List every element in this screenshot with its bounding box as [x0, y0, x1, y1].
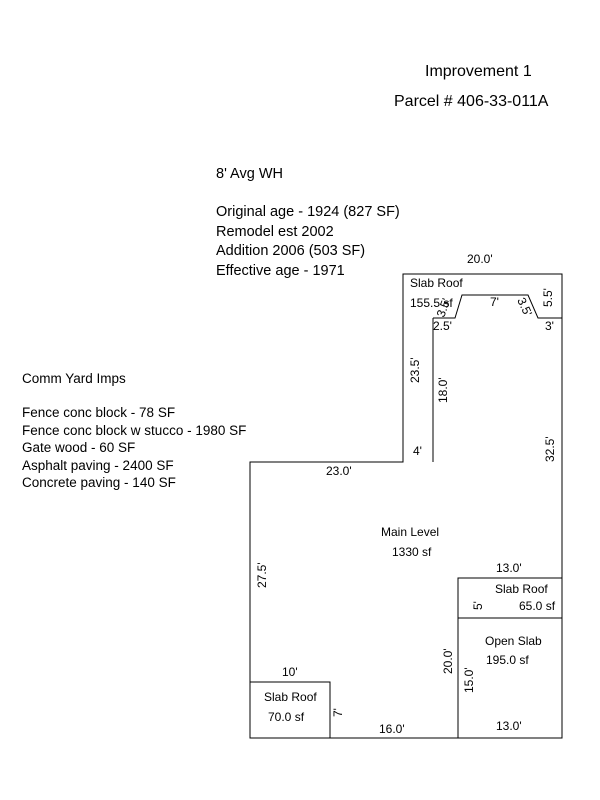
area-label: Open Slab: [485, 634, 542, 648]
note-line: Original age - 1924 (827 SF): [216, 204, 400, 220]
yard-imps-title: Comm Yard Imps: [22, 371, 126, 386]
right-slab-outline: [457, 577, 562, 738]
dimension-label: 3': [545, 319, 554, 333]
list-item: Asphalt paving - 2400 SF: [22, 457, 174, 473]
area-label: Slab Roof: [264, 690, 317, 704]
dimension-label: 13.0': [496, 561, 522, 575]
dimension-label: 16.0': [379, 722, 405, 736]
dimension-label: 7': [331, 708, 345, 717]
dimension-label: 27.5': [255, 562, 269, 588]
list-item: Fence conc block w stucco - 1980 SF: [22, 422, 247, 438]
wall-height-note: 8' Avg WH: [216, 166, 283, 182]
dimension-label: 7': [490, 295, 499, 309]
note-line: Remodel est 2002: [216, 223, 334, 240]
dimension-label: 2.5': [433, 319, 452, 333]
dimension-label: 15.0': [462, 667, 476, 693]
area-value: 65.0 sf: [519, 599, 556, 613]
area-value: 155.5 sf: [410, 296, 453, 310]
area-label: Main Level: [381, 525, 439, 539]
area-label: Slab Roof: [495, 582, 548, 596]
list-item: Concrete paving - 140 SF: [22, 475, 176, 490]
dimension-label: 13.0': [496, 719, 522, 733]
slab-roof-notch: [433, 294, 562, 319]
dimension-label: 4': [413, 444, 422, 458]
area-label: Slab Roof: [410, 276, 463, 290]
area-value: 70.0 sf: [268, 710, 305, 724]
dimension-label: 20.0': [467, 252, 493, 266]
parcel-number: Parcel # 406-33-011A: [394, 93, 549, 110]
dimension-label: 3.5': [514, 295, 535, 318]
building-outline: [249, 273, 563, 739]
dimension-label: 20.0': [441, 648, 455, 674]
note-line: Addition 2006 (503 SF): [216, 243, 366, 259]
area-value: 1330 sf: [392, 545, 432, 559]
left-slab-outline: [250, 681, 331, 738]
dimension-label: 23.5': [408, 357, 422, 383]
list-item: Fence conc block - 78 SF: [22, 405, 176, 420]
area-value: 195.0 sf: [486, 653, 529, 667]
dimension-label: 5': [471, 601, 485, 610]
dimension-label: 5.5': [541, 288, 555, 307]
improvement-title: Improvement 1: [425, 63, 532, 80]
list-item: Gate wood - 60 SF: [22, 440, 136, 455]
dimension-label: 10': [282, 665, 298, 679]
dimension-label: 32.5': [543, 436, 557, 462]
note-line: Effective age - 1971: [216, 262, 345, 279]
dimension-label: 3.5': [434, 296, 454, 319]
dimension-label: 18.0': [436, 377, 450, 403]
yard-imps-list: Fence conc block - 78 SF Fence conc bloc…: [22, 406, 246, 494]
dimension-label: 23.0': [326, 464, 352, 478]
age-notes: Original age - 1924 (827 SF) Remodel est…: [216, 205, 400, 283]
